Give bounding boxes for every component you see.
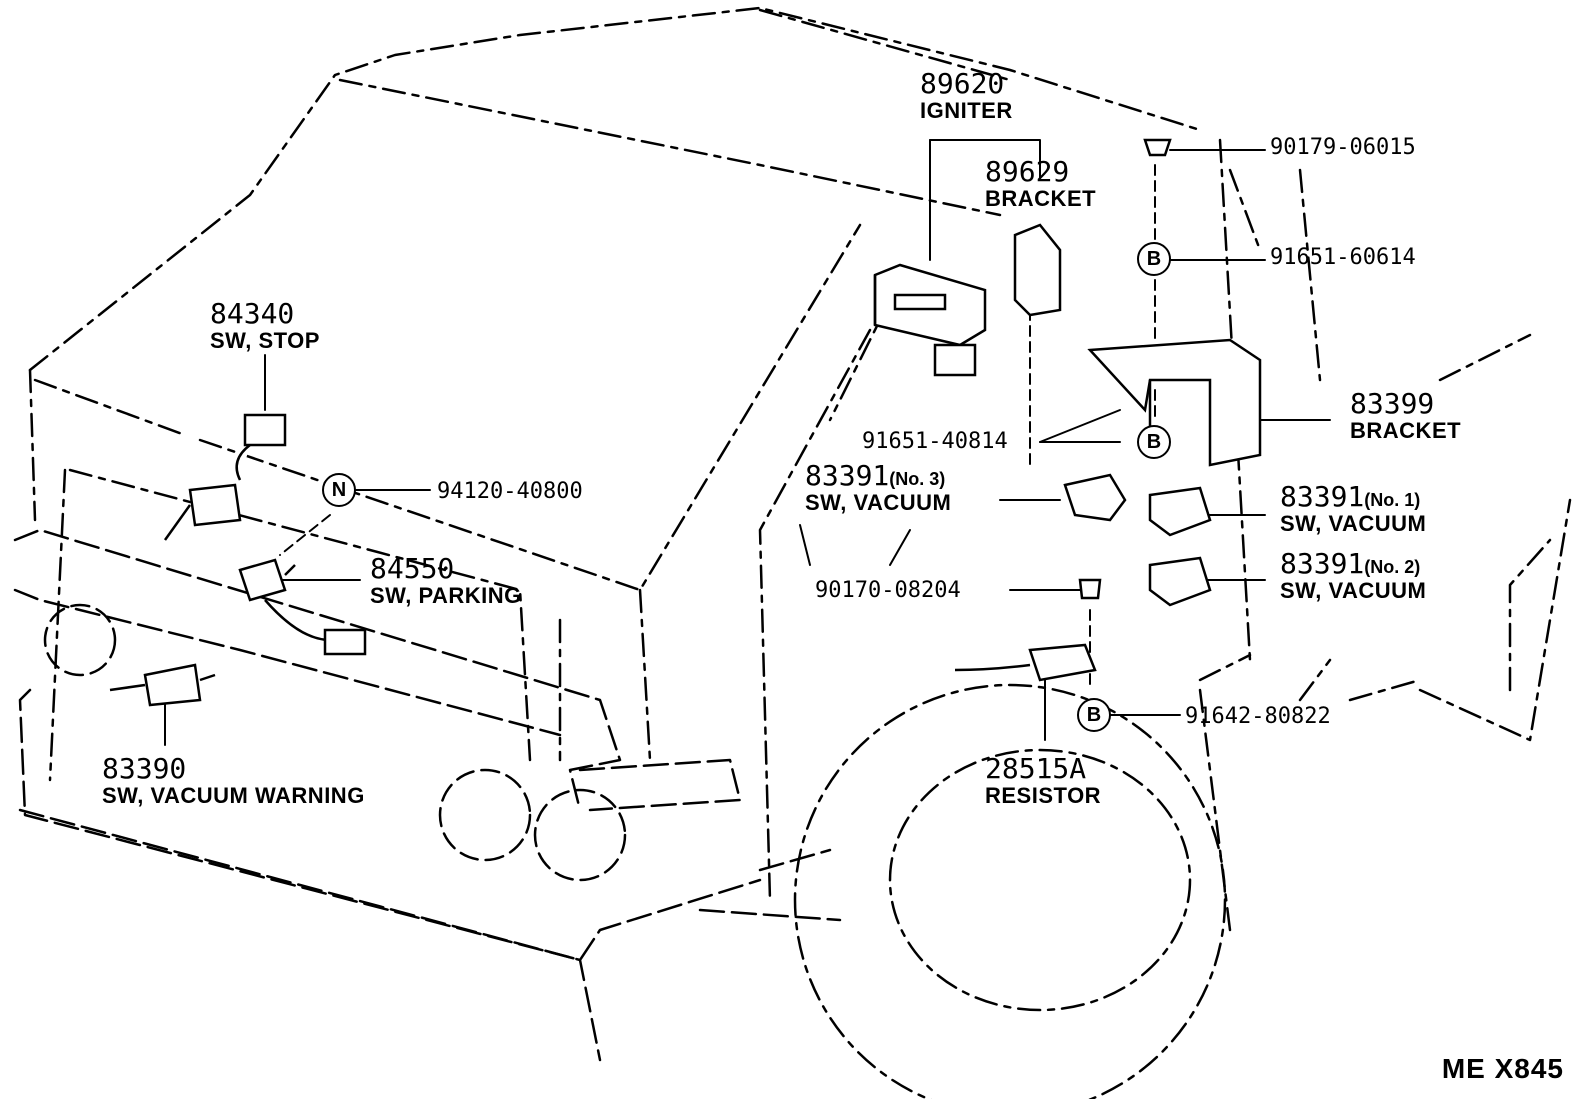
part-description: IGNITER bbox=[920, 98, 1013, 123]
switch-number: (No. 1) bbox=[1364, 490, 1421, 510]
part-number: 83391(No. 2) bbox=[1280, 550, 1426, 578]
resistor-part bbox=[954, 643, 1097, 682]
switch-number: (No. 2) bbox=[1364, 557, 1421, 577]
callout-resistor: 28515A RESISTOR bbox=[985, 755, 1101, 807]
small-fasteners bbox=[1078, 138, 1172, 600]
callout-parking-switch: 84550 SW, PARKING bbox=[370, 555, 522, 607]
part-number: 83391(No. 1) bbox=[1280, 483, 1426, 511]
callout-igniter: 89620 IGNITER bbox=[920, 70, 1013, 122]
callout-stop-switch: 84340 SW, STOP bbox=[210, 300, 320, 352]
callout-nut-90170: 90170-08204 bbox=[815, 580, 961, 602]
part-number: 28515A bbox=[985, 752, 1087, 785]
bracket-83399-part bbox=[1087, 338, 1262, 467]
callout-bracket-89629: 89629 BRACKET bbox=[985, 158, 1096, 210]
part-number: 84550 bbox=[370, 552, 455, 585]
part-number: 91651-40814 bbox=[862, 429, 1008, 454]
part-number-value: 83391 bbox=[805, 459, 890, 492]
part-number-value: 83391 bbox=[1280, 480, 1365, 513]
part-number: 83391(No. 3) bbox=[805, 462, 951, 490]
part-number: 90170-08204 bbox=[815, 578, 961, 603]
igniter-unit bbox=[873, 263, 987, 377]
callout-nut-94120: 94120-40800 bbox=[437, 481, 583, 503]
part-number: 89629 bbox=[985, 155, 1070, 188]
callout-bracket-83399: 83399 BRACKET bbox=[1350, 390, 1461, 442]
part-number: 91651-60614 bbox=[1270, 245, 1416, 270]
part-description: SW, VACUUM bbox=[1280, 511, 1427, 536]
fastener-badge-b: B bbox=[1137, 425, 1171, 459]
body-phantom-lines bbox=[28, 6, 1572, 932]
connector-dashes bbox=[279, 164, 1156, 691]
callout-bolt-91642: 91642-80822 bbox=[1185, 706, 1331, 728]
callout-nut-90179: 90179-06015 bbox=[1270, 137, 1416, 159]
part-description: BRACKET bbox=[1350, 418, 1462, 443]
stop-switch-part bbox=[163, 413, 287, 541]
part-number: 90179-06015 bbox=[1270, 135, 1416, 160]
part-number: 94120-40800 bbox=[437, 479, 583, 504]
part-description: SW, VACUUM bbox=[805, 490, 952, 515]
switch-number: (No. 3) bbox=[889, 469, 946, 489]
part-description: RESISTOR bbox=[985, 783, 1102, 808]
vacuum-warning-switch-part bbox=[109, 663, 216, 707]
part-description: BRACKET bbox=[985, 186, 1097, 211]
part-description: SW, VACUUM WARNING bbox=[102, 783, 365, 808]
part-number: 84340 bbox=[210, 297, 295, 330]
headlights bbox=[43, 603, 627, 882]
fastener-badge-b: B bbox=[1077, 698, 1111, 732]
part-number-value: 83391 bbox=[1280, 547, 1365, 580]
callout-vacuum-warning-switch: 83390 SW, VACUUM WARNING bbox=[102, 755, 365, 807]
bumper-outline bbox=[13, 528, 842, 1062]
part-number: 91642-80822 bbox=[1185, 704, 1331, 729]
callout-vacuum-switch-no2: 83391(No. 2) SW, VACUUM bbox=[1280, 550, 1426, 602]
part-number: 89620 bbox=[920, 67, 1005, 100]
fastener-badge-b: B bbox=[1137, 242, 1171, 276]
part-description: SW, STOP bbox=[210, 328, 320, 353]
part-description: SW, VACUUM bbox=[1280, 578, 1427, 603]
part-number: 83399 bbox=[1350, 387, 1435, 420]
parking-switch-part bbox=[238, 558, 367, 656]
diagram-code: ME X845 bbox=[1441, 1053, 1564, 1084]
callout-vacuum-switch-no3: 83391(No. 3) SW, VACUUM bbox=[805, 462, 951, 514]
part-description: SW, PARKING bbox=[370, 583, 522, 608]
vacuum-switches bbox=[1063, 473, 1212, 607]
bracket-89629-part bbox=[1013, 223, 1062, 317]
callout-vacuum-switch-no1: 83391(No. 1) SW, VACUUM bbox=[1280, 483, 1426, 535]
wheel bbox=[793, 683, 1227, 1099]
part-number: 83390 bbox=[102, 752, 187, 785]
leader-lines bbox=[164, 139, 1331, 746]
callout-bolt-91651-60614: 91651-60614 bbox=[1270, 247, 1416, 269]
fastener-badge-n: N bbox=[322, 473, 356, 507]
callout-bolt-91651-40814: 91651-40814 bbox=[862, 431, 1008, 453]
